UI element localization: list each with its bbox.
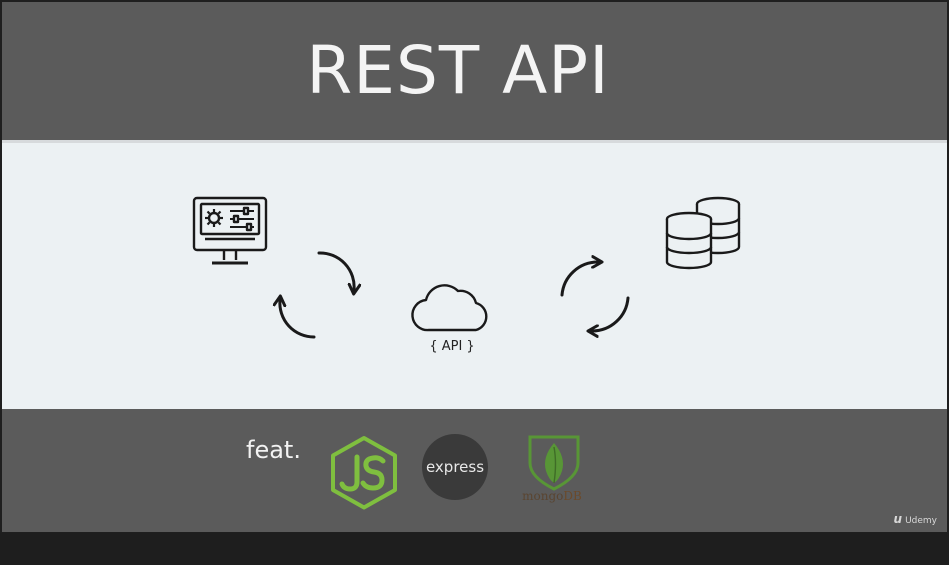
architecture-diagram: { API } [2,143,947,409]
udemy-logo-icon: u [893,512,903,526]
express-logo: express [422,434,488,500]
udemy-watermark-text: Udemy [905,516,937,526]
feat-label: feat. [246,436,301,464]
mongodb-label-db: DB [563,489,582,503]
slide: REST API [2,2,947,532]
monitor-settings-icon [192,196,268,265]
nodejs-logo [331,436,397,510]
sync-arrows-icon-right [560,262,630,331]
mongodb-label: mongoDB [517,489,587,503]
sync-arrows-icon-left [280,251,354,339]
cloud-icon [411,284,488,332]
slide-header: REST API [2,2,947,143]
database-icon [665,196,741,270]
diagram-canvas [192,196,741,339]
mongodb-logo [528,435,580,491]
api-label: { API } [429,339,475,354]
slide-title: REST API [306,32,610,109]
mongodb-label-mongo: mongo [522,489,564,503]
video-bottom-bar [0,533,949,565]
